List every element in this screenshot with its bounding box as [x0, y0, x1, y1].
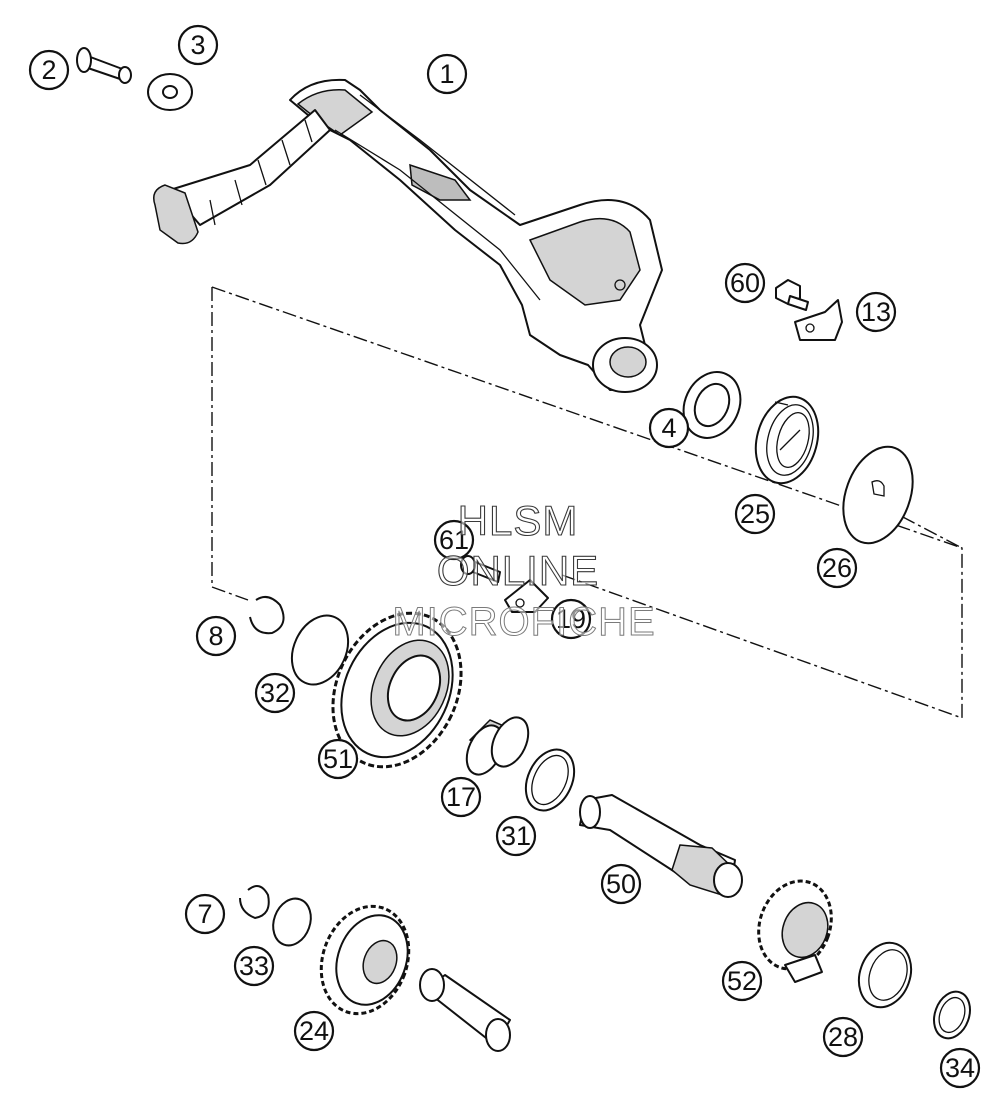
svg-text:52: 52 [727, 966, 757, 996]
part-washer-32 [290, 614, 350, 686]
svg-text:17: 17 [446, 782, 476, 812]
part-gear-51 [331, 611, 463, 769]
svg-text:61: 61 [439, 525, 469, 555]
part-pin [76, 47, 132, 84]
part-kick-lever [153, 78, 663, 393]
svg-text:24: 24 [299, 1016, 329, 1046]
part-bracket-19 [504, 579, 549, 613]
part-washer-4 [682, 371, 742, 439]
part-shaft-50 [579, 794, 743, 898]
part-plate-26 [842, 445, 914, 545]
svg-text:50: 50 [606, 869, 636, 899]
watermark-line2: ONLINE [437, 547, 599, 594]
svg-text:8: 8 [208, 621, 223, 651]
callout-19: 19 [550, 598, 592, 640]
callout-25: 25 [734, 493, 776, 535]
callout-26: 26 [816, 547, 858, 589]
svg-text:33: 33 [239, 951, 269, 981]
part-bearing-17 [465, 716, 530, 776]
part-gear-24 [319, 904, 511, 1052]
svg-text:60: 60 [730, 268, 760, 298]
svg-text:34: 34 [945, 1053, 975, 1083]
callout-33: 33 [233, 945, 275, 987]
part-bolt-61 [460, 555, 501, 583]
callout-61: 61 [433, 519, 475, 561]
part-ratchet-52 [757, 879, 833, 983]
callout-3: 3 [177, 24, 219, 66]
part-washer-33 [272, 897, 312, 947]
part-washer-31 [524, 748, 576, 812]
callout-60: 60 [724, 262, 766, 304]
callout-8: 8 [195, 615, 237, 657]
svg-text:3: 3 [190, 30, 205, 60]
callout-13: 13 [855, 291, 897, 333]
svg-text:2: 2 [41, 55, 56, 85]
watermark-line1: HLSM [458, 497, 579, 544]
svg-text:19: 19 [556, 604, 586, 634]
svg-text:4: 4 [661, 413, 676, 443]
callout-1: 1 [426, 53, 468, 95]
svg-text:13: 13 [861, 297, 891, 327]
part-spring-25 [754, 395, 820, 485]
svg-text:7: 7 [197, 899, 212, 929]
callout-52: 52 [721, 960, 763, 1002]
callout-7: 7 [184, 893, 226, 935]
svg-text:32: 32 [260, 678, 290, 708]
callout-17: 17 [440, 776, 482, 818]
part-bracket-13 [794, 299, 843, 341]
callout-2: 2 [28, 49, 70, 91]
part-bolt-60 [775, 279, 809, 311]
part-spring-28 [857, 941, 913, 1009]
svg-text:1: 1 [439, 59, 454, 89]
callout-28: 28 [822, 1016, 864, 1058]
svg-text:51: 51 [323, 744, 353, 774]
svg-text:28: 28 [828, 1022, 858, 1052]
callout-32: 32 [254, 672, 296, 714]
watermark: HLSM ONLINE MICROFICHE [392, 496, 655, 644]
callout-51: 51 [317, 738, 359, 780]
assembly-lines [211, 286, 963, 719]
callout-24: 24 [293, 1010, 335, 1052]
watermark-line3: MICROFICHE [392, 600, 655, 644]
part-washer-34 [933, 990, 971, 1040]
callout-50: 50 [600, 863, 642, 905]
svg-text:26: 26 [822, 553, 852, 583]
callout-34: 34 [939, 1047, 981, 1089]
part-circlip-8 [249, 595, 285, 635]
svg-text:25: 25 [740, 499, 770, 529]
part-circlip-7 [239, 885, 270, 920]
part-washer-3 [147, 73, 193, 111]
callout-31: 31 [495, 815, 537, 857]
callout-4: 4 [648, 407, 690, 449]
svg-text:31: 31 [501, 821, 531, 851]
